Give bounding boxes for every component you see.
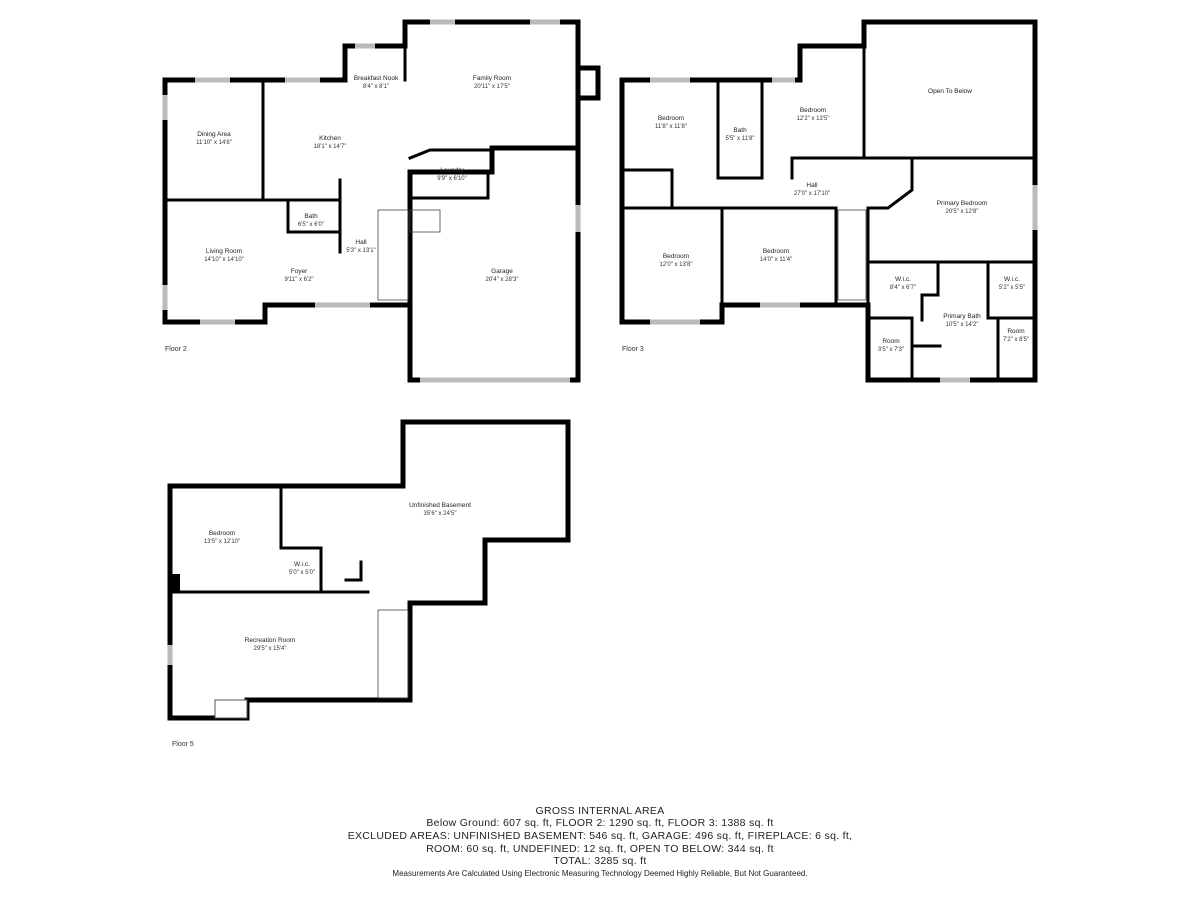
room-dimensions: 13'5" x 12'10" (204, 539, 240, 545)
floor-2-plan: Breakfast Nook 8'4" x 8'1" Family Room 2… (162, 19, 601, 383)
room-dimensions: 20'11" x 17'5" (474, 84, 510, 90)
room-name: Dining Area (197, 131, 231, 138)
floor-3-plan: Bedroom 11'8" x 11'8" Bath 5'5" x 11'8" … (619, 19, 1038, 383)
room-dimensions: 14'10" x 14'10" (204, 257, 244, 263)
room-name: Unfinished Basement (409, 502, 471, 509)
floor-label: Floor 5 (172, 741, 194, 748)
room-dimensions: 5'5" x 11'8" (725, 136, 754, 142)
room-dimensions: 14'0" x 11'4" (760, 257, 792, 263)
measurement-disclaimer: Measurements Are Calculated Using Electr… (392, 869, 808, 878)
room-name: Hall (355, 239, 367, 246)
floor-label: Floor 3 (622, 346, 644, 353)
room-name: Open To Below (928, 88, 972, 95)
area-summary-line: ROOM: 60 sq. ft, UNDEFINED: 12 sq. ft, O… (426, 843, 774, 855)
room-name: Bedroom (658, 115, 684, 122)
room-name: Recreation Room (245, 637, 296, 644)
room-name: Room (882, 338, 899, 345)
room-name: Bedroom (800, 107, 826, 114)
room-name: Bedroom (763, 248, 789, 255)
area-summary-line: EXCLUDED AREAS: UNFINISHED BASEMENT: 546… (347, 830, 853, 842)
room-dimensions: 35'6" x 24'5" (424, 511, 457, 517)
room-name: Primary Bath (943, 313, 981, 320)
room-dimensions: 12'0" x 13'8" (660, 262, 693, 268)
area-summary-total: TOTAL: 3285 sq. ft (553, 855, 647, 867)
room-name: Bath (304, 213, 318, 220)
room-name: Kitchen (319, 135, 341, 142)
area-summary-title: GROSS INTERNAL AREA (535, 805, 665, 817)
room-dimensions: 18'1" x 14'7" (314, 144, 347, 150)
room-dimensions: 9'11" x 6'2" (284, 277, 313, 283)
room-dimensions: 29'5" x 15'4" (254, 646, 287, 652)
room-name: Foyer (291, 268, 308, 275)
room-dimensions: 27'0" x 17'10" (794, 191, 830, 197)
room-dimensions: 7'2" x 8'5" (1003, 337, 1029, 343)
room-dimensions: 20'5" x 12'8" (946, 209, 979, 215)
room-dimensions: 11'10" x 14'8" (196, 140, 232, 146)
room-name: W.i.c. (294, 561, 310, 568)
room-name: Bath (733, 127, 747, 134)
floor-5-plan: Unfinished Basement 35'6" x 24'5" Bedroo… (167, 419, 571, 748)
room-dimensions: 20'4" x 28'3" (486, 277, 519, 283)
room-name: Bedroom (209, 530, 235, 537)
room-name: Breakfast Nook (354, 75, 399, 82)
room-dimensions: 8'4" x 8'1" (363, 84, 389, 90)
room-dimensions: 5'3" x 13'1" (346, 248, 376, 254)
room-dimensions: 12'2" x 13'5" (797, 116, 830, 122)
room-name: Hall (806, 182, 818, 189)
fireplace (575, 65, 601, 101)
room-dimensions: 5'0" x 5'0" (289, 570, 315, 576)
room-name: Laundry (440, 167, 464, 174)
room-dimensions: 8'4" x 6'7" (890, 285, 916, 291)
room-dimensions: 9'9" x 6'10" (437, 176, 467, 182)
room-dimensions: 10'5" x 14'2" (946, 322, 979, 328)
room-dimensions: 11'8" x 11'8" (655, 124, 687, 130)
room-dimensions: 6'5" x 6'0" (298, 222, 324, 228)
room-dimensions: 5'2" x 5'5" (999, 285, 1025, 291)
room-name: W.i.c. (895, 276, 911, 283)
floor-label: Floor 2 (165, 346, 187, 353)
room-name: Garage (491, 268, 513, 275)
room-name: Living Room (206, 248, 242, 255)
room-name: Primary Bedroom (937, 200, 988, 207)
area-summary-line: Below Ground: 607 sq. ft, FLOOR 2: 1290 … (426, 817, 774, 829)
room-name: Room (1007, 328, 1024, 335)
room-name: Family Room (473, 75, 511, 82)
room-name: Bedroom (663, 253, 689, 260)
room-name: W.i.c. (1004, 276, 1020, 283)
room-dimensions: 3'5" x 7'3" (878, 347, 904, 353)
